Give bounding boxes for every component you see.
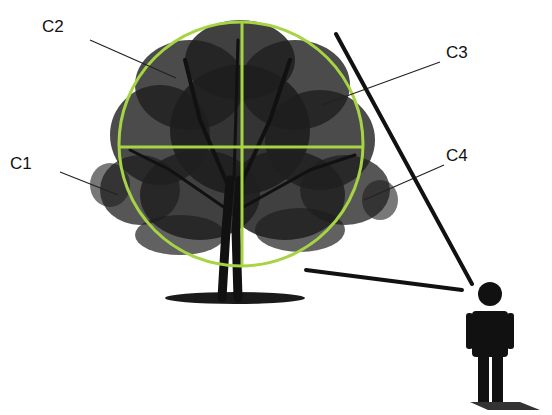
callout-label: C2 xyxy=(42,18,64,35)
leader-line xyxy=(60,40,444,200)
callout-label: C4 xyxy=(446,147,468,164)
crown-circle xyxy=(119,22,363,266)
tree-crown xyxy=(90,20,398,255)
callout-label: C3 xyxy=(446,44,468,61)
callout-label: C1 xyxy=(10,155,32,172)
sight-line xyxy=(306,34,472,290)
person-figure xyxy=(466,282,540,410)
